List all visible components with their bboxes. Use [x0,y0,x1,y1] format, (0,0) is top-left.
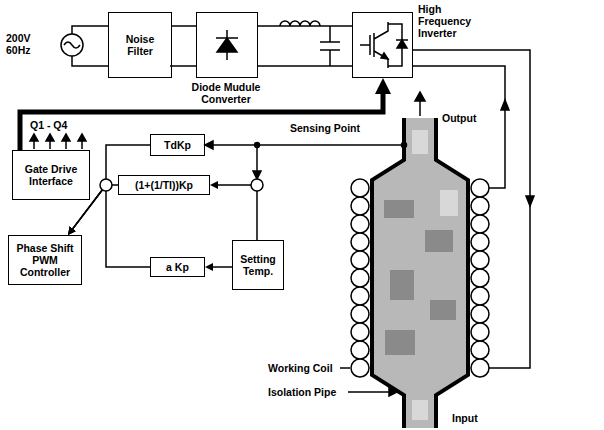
label-text: Output [442,112,476,124]
summing-point [100,179,112,191]
coil-turn [471,215,489,233]
arrow-head [415,92,425,101]
box-text: High Frequency Inverter [418,3,482,39]
vessel-content [384,200,414,218]
gate-signal-arrow [30,134,86,141]
vessel-content [390,270,414,300]
igbt-symbol [360,22,388,68]
leader-line [348,391,390,393]
vessel-content [412,130,428,154]
vessel-content [374,118,466,428]
coil-turn [351,341,369,359]
box-text: Phase Shift PWM Controller [13,242,77,278]
label-text: Input [452,412,478,424]
gate-signal-arrow [34,140,82,149]
coil-turn [351,215,369,233]
coil-turn [351,359,369,377]
connector [73,185,118,229]
wire [72,26,108,34]
connector [258,25,352,27]
capacitor-symbol [320,26,340,66]
inductor-symbol [280,21,320,26]
wire [258,65,352,67]
arrow-head [501,100,509,110]
vessel-content [412,400,428,420]
wire [213,144,404,146]
box-text: Setting Temp. [237,253,279,277]
diode-symbol [217,38,237,52]
label-text: Working Coil [268,362,333,374]
wire [256,145,258,172]
box-text: Gate Drive Interface [17,163,85,187]
process-box: Gate Drive Interface [12,150,90,200]
box-text: (1+(1/TI))Kp [135,179,193,191]
connector [213,266,232,268]
arrow-head [526,196,534,206]
vessel-content [425,230,453,252]
coil-turn [471,197,489,215]
vessel-content [385,330,415,355]
leader-line [340,367,350,369]
igbt-symbol [388,24,408,66]
coil-turn [471,341,489,359]
coil-turn [351,305,369,323]
igbt-symbol [381,53,388,59]
label-text: Q1 - Q4 [30,119,67,131]
connector [172,25,196,27]
coil-turn [471,179,489,197]
coil-turn [351,179,369,197]
process-box: High Frequency Inverter [352,12,413,78]
wire [170,65,196,67]
coil-turn [471,251,489,269]
label-text: 200V 60Hz [6,32,46,56]
connector [218,185,257,240]
ac-source-symbol [64,42,80,48]
wire [72,56,108,66]
box-text: Diode Mudule Converter [181,81,271,105]
working-coil [351,179,489,377]
diode-symbol [216,30,238,60]
coil-turn [471,323,489,341]
process-box: a Kp [150,257,205,277]
coil-turn [471,287,489,305]
igbt-symbol [397,40,407,48]
coil-turn [351,323,369,341]
coil-turn [471,359,489,377]
process-box: (1+(1/TI))Kp [118,175,210,195]
coil-turn [351,251,369,269]
process-box: Setting Temp. [232,240,284,290]
wire [419,100,421,116]
isolation-pipe [372,118,468,428]
vessel-content [440,190,458,216]
ac-source-symbol [61,34,83,56]
label-text: Sensing Point [290,122,360,134]
coil-turn [471,305,489,323]
box-text: a Kp [166,261,189,273]
process-box: Phase Shift PWM Controller [8,235,82,285]
coil-turn [351,197,369,215]
coil-turn [471,233,489,251]
coil-turn [471,269,489,287]
arrow-head [205,141,213,149]
coil-turn [351,287,369,305]
connector [73,185,150,267]
arrow-head [389,388,397,396]
coil-turn [351,269,369,287]
process-box: TdKp [150,134,205,156]
box-text: TdKp [164,139,191,151]
label-text: Isolation Pipe [268,386,336,398]
process-box: Noise Filter [108,12,172,78]
arrow-head [253,171,261,179]
process-box: Diode Mudule Converter [196,12,258,78]
coil-turn [351,233,369,251]
vessel-content [430,300,456,320]
summing-point [251,179,263,191]
box-text: Noise Filter [113,33,167,57]
